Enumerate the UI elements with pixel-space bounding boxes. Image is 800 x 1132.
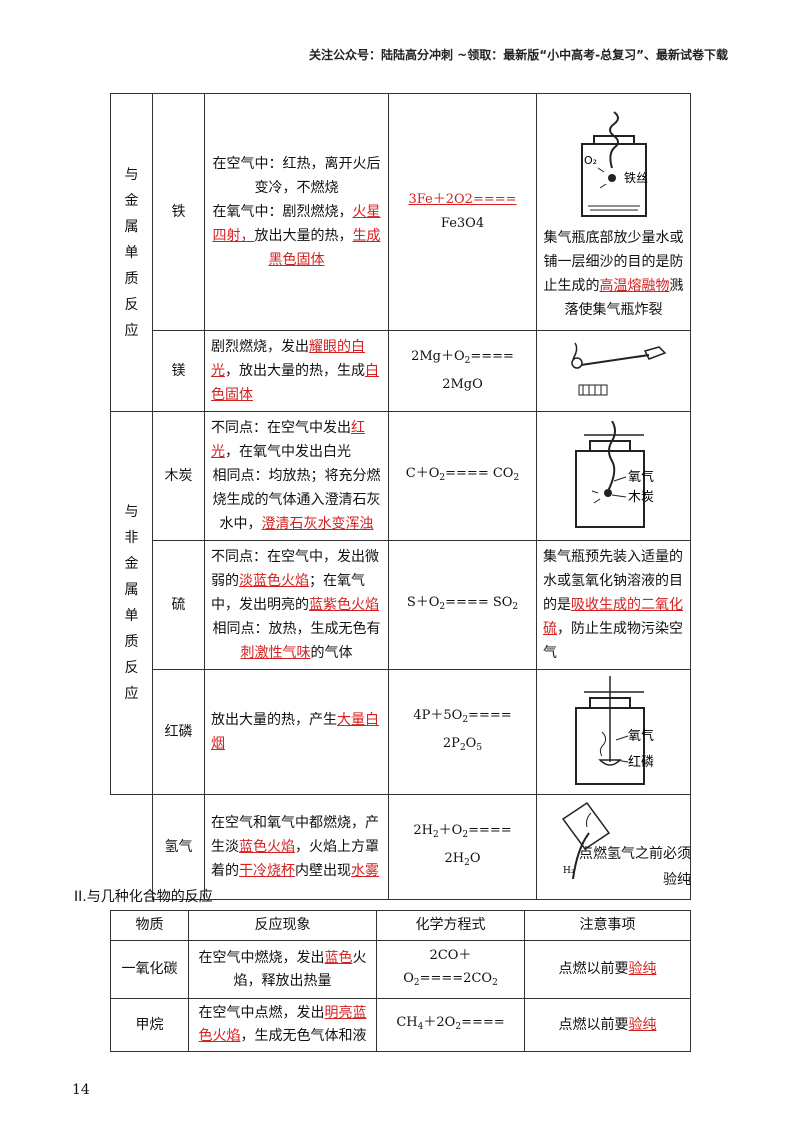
table-row: 氢气 在空气和氧气中都燃烧，产生淡蓝色火焰，火焰上方罩着的干冷烧杯内壁出现水雾 … xyxy=(111,794,691,900)
column-header: 化学方程式 xyxy=(376,910,525,941)
column-header: 物质 xyxy=(110,910,189,941)
section-title: II.与几种化合物的反应 xyxy=(74,889,213,905)
svg-text:H₂: H₂ xyxy=(563,866,575,876)
category-nonmetal: 与非金属单质反应 xyxy=(110,411,153,795)
compound-table: 物质 反应现象 化学方程式 注意事项 一氧化碳 在空气中燃烧，发出蓝色火焰，释放… xyxy=(110,910,691,1052)
illustration-cell: O₂ 铁丝 集气瓶底部放少量水或铺一层细沙的目的是防止生成的高温熔融物溅落使集气… xyxy=(536,93,691,331)
magnesium-illustration xyxy=(570,342,666,396)
page-header: 关注公众号：陆陆高分冲刺 ~领取：最新版“小中高考-总复习”、最新试卷下载 xyxy=(309,48,728,62)
phenomenon: 在空气中燃烧，发出蓝色火焰，释放出热量 xyxy=(188,940,377,999)
equation: 2H2＋O2==== 2H2O xyxy=(388,794,537,900)
phenomenon: 不同点：在空气中，发出微弱的淡蓝色火焰；在氧气中，发出明亮的蓝紫色火焰 相同点：… xyxy=(204,540,389,670)
equation: 3Fe＋2O2==== Fe3O4 xyxy=(388,93,537,331)
svg-text:红磷: 红磷 xyxy=(628,754,654,770)
svg-text:木炭: 木炭 xyxy=(628,490,654,505)
combustion-table: 与金属单质反应 铁 在空气中：红热，离开火后变冷，不燃烧 在氧气中：剧烈燃烧，火… xyxy=(110,93,691,900)
category-metal: 与金属单质反应 xyxy=(110,93,153,412)
substance-name: 甲烷 xyxy=(110,998,189,1052)
substance-name: 铁 xyxy=(152,93,205,331)
phenomenon: 不同点：在空气中发出红光，在氧气中发出白光 相同点：均放热；将充分燃烧生成的气体… xyxy=(204,411,389,541)
substance-name: 氢气 xyxy=(152,794,205,900)
svg-text:铁丝: 铁丝 xyxy=(624,171,648,185)
page-number: 14 xyxy=(72,1082,90,1098)
column-header: 注意事项 xyxy=(524,910,691,941)
phenomenon: 在空气和氧气中都燃烧，产生淡蓝色火焰，火焰上方罩着的干冷烧杯内壁出现水雾 xyxy=(204,794,389,900)
table-row: 一氧化碳 在空气中燃烧，发出蓝色火焰，释放出热量 2CO＋O2====2CO2 … xyxy=(110,940,691,999)
substance-name: 一氧化碳 xyxy=(110,940,189,999)
phosphorus-jar-illustration: 氧气 红磷 xyxy=(574,676,654,785)
equation: 2Mg＋O2==== 2MgO xyxy=(388,330,537,412)
hydrogen-illustration: H₂ xyxy=(561,801,611,880)
phenomenon: 剧烈燃烧，发出耀眼的白光，放出大量的热，生成白色固体 xyxy=(204,330,389,412)
phenomenon: 放出大量的热，产生大量白烟 xyxy=(204,669,389,795)
note: 点燃以前要验纯 xyxy=(524,998,691,1052)
substance-name: 镁 xyxy=(152,330,205,412)
illustration-cell: 氧气 红磷 xyxy=(536,669,691,795)
illustration-cell xyxy=(536,330,691,412)
substance-name: 硫 xyxy=(152,540,205,670)
equation: CH4＋2O2==== xyxy=(376,998,525,1052)
note: 点燃以前要验纯 xyxy=(524,940,691,999)
phenomenon: 在空气中点燃，发出明亮蓝色火焰，生成无色气体和液 xyxy=(188,998,377,1052)
equation: 2CO＋O2====2CO2 xyxy=(376,940,525,999)
charcoal-jar-illustration: 氧气 木炭 xyxy=(574,421,654,528)
substance-name: 木炭 xyxy=(152,411,205,541)
svg-text:氧气: 氧气 xyxy=(628,469,654,485)
table-row: 与非金属单质反应 木炭 不同点：在空气中发出红光，在氧气中发出白光 相同点：均放… xyxy=(110,411,691,795)
equation: C＋O2==== CO2 xyxy=(388,411,537,541)
illustration-cell: 氧气 木炭 xyxy=(536,411,691,541)
equation: 4P＋5O2==== 2P2O5 xyxy=(388,669,537,795)
equation: S＋O2==== SO2 xyxy=(388,540,537,670)
table-header-row: 物质 反应现象 化学方程式 注意事项 xyxy=(110,910,691,941)
note: 集气瓶预先装入适量的水或氢氧化钠溶液的目的是吸收生成的二氧化硫，防止生成物污染空… xyxy=(536,540,691,670)
table-row: 与金属单质反应 铁 在空气中：红热，离开火后变冷，不燃烧 在氧气中：剧烈燃烧，火… xyxy=(110,93,691,412)
column-header: 反应现象 xyxy=(188,910,377,941)
substance-name: 红磷 xyxy=(152,669,205,795)
svg-text:O₂: O₂ xyxy=(584,154,597,167)
illustration-cell: H₂ 点燃氢气之前必须验纯 xyxy=(536,794,691,900)
svg-text:氧气: 氧气 xyxy=(628,728,654,744)
table-row: 镁 剧烈燃烧，发出耀眼的白光，放出大量的热，生成白色固体 2Mg＋O2==== … xyxy=(111,330,691,412)
table-row: 红磷 放出大量的热，产生大量白烟 4P＋5O2==== 2P2O5 氧气 红磷 xyxy=(111,669,691,795)
table-row: 硫 不同点：在空气中，发出微弱的淡蓝色火焰；在氧气中，发出明亮的蓝紫色火焰 相同… xyxy=(111,540,691,670)
phenomenon: 在空气中：红热，离开火后变冷，不燃烧 在氧气中：剧烈燃烧，火星四射，放出大量的热… xyxy=(204,93,389,331)
table-row: 甲烷 在空气中点燃，发出明亮蓝色火焰，生成无色气体和液 CH4＋2O2==== … xyxy=(110,998,691,1052)
iron-jar-illustration: O₂ 铁丝 xyxy=(580,111,648,217)
